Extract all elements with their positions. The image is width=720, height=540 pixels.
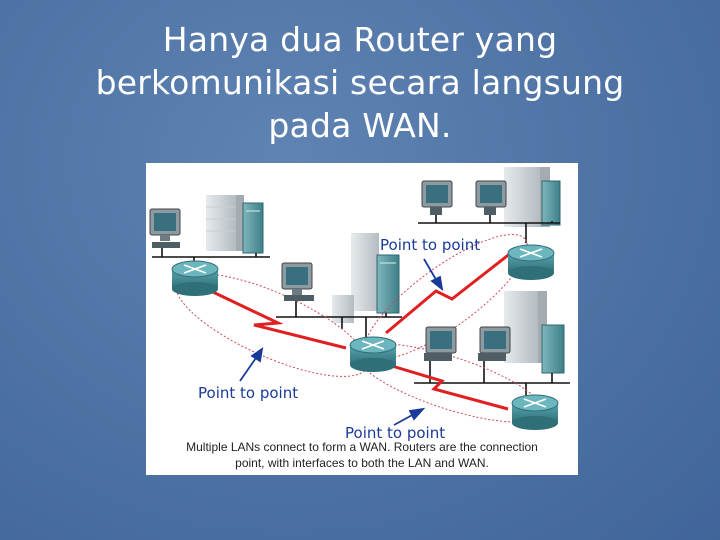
label-p2p-bottom: Point to point: [345, 424, 446, 442]
title-line-2: berkomunikasi secara langsung: [95, 63, 625, 102]
label-p2p-top: Point to point: [380, 236, 481, 254]
tower-server-left: [242, 202, 264, 254]
server-rack-bottom-right: [504, 291, 547, 363]
workstation-bottom-right-1: [424, 326, 457, 361]
wan-topology: [149, 167, 570, 430]
tower-server-top-right: [541, 180, 561, 226]
pointer-arrows: [239, 258, 444, 426]
server-rack-center: [332, 233, 379, 323]
workstation-top-right-2: [475, 180, 507, 215]
workstation-top-right-1: [421, 180, 453, 215]
title-line-1: Hanya dua Router yang: [162, 20, 558, 59]
arrow-left-head: [250, 347, 264, 363]
label-p2p-left: Point to point: [198, 384, 299, 402]
server-rack-left: [206, 195, 244, 251]
caption-line-2: point, with interfaces to both the LAN a…: [235, 456, 489, 470]
router-top-right-icon: [507, 244, 555, 280]
slide-title: Hanya dua Router yang berkomunikasi seca…: [0, 18, 720, 147]
router-bottom-right-icon: [511, 394, 559, 430]
router-center-icon: [349, 336, 397, 372]
workstation-left: [149, 208, 181, 248]
caption-line-1: Multiple LANs connect to form a WAN. Rou…: [186, 440, 538, 454]
figure-caption: Multiple LANs connect to form a WAN. Rou…: [146, 439, 578, 471]
arrow-left: [239, 354, 259, 382]
wan-links: [193, 247, 517, 411]
workstation-bottom-right-2: [478, 326, 511, 361]
arrow-top-head: [430, 275, 444, 292]
title-line-3: pada WAN.: [268, 106, 452, 145]
arrow-bottom-head: [408, 407, 426, 421]
workstation-center: [281, 262, 314, 301]
router-left-icon: [171, 260, 219, 296]
tower-server-center: [376, 254, 400, 314]
tower-server-bottom-right: [541, 324, 565, 374]
network-diagram: Point to point Point to point Point to p…: [146, 163, 578, 475]
